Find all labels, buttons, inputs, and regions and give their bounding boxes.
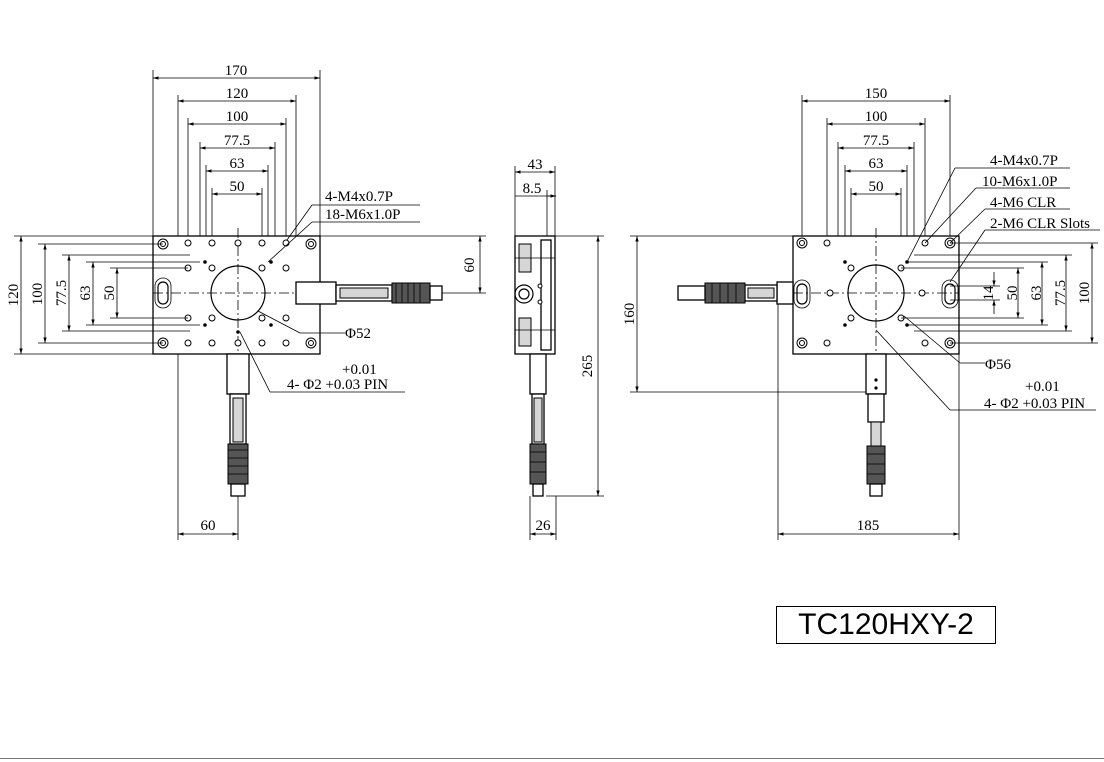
left-dim-63: 63: [230, 156, 245, 172]
left-dim-120: 120: [226, 86, 249, 102]
left-bottom-dimension: 60: [177, 354, 239, 540]
side-dim-265: 265: [580, 355, 596, 378]
left-top-dimensions: 170 120 100 77.5 63 50: [152, 63, 321, 236]
left-corner-holes: [157, 238, 317, 349]
left-slot: [157, 281, 169, 305]
right-bottom-dimension: 185: [777, 304, 960, 540]
left-dim-v-100: 100: [30, 283, 46, 306]
side-dim-8-5: 8.5: [523, 181, 542, 197]
left-diameter: Φ52: [345, 326, 371, 342]
right-dim-v-50: 50: [1005, 286, 1021, 301]
left-dim-v-60: 60: [462, 258, 478, 273]
right-micrometer-x: [677, 281, 794, 305]
right-dim-v-100: 100: [1077, 282, 1093, 305]
left-dim-h-60: 60: [201, 518, 216, 534]
right-callout-m4: 4-M4x0.7P: [990, 153, 1058, 169]
right-dim-63: 63: [869, 156, 884, 172]
left-top-view: 170 120 100 77.5 63 50 120 100: [6, 63, 486, 540]
left-pin-label: 4- Φ2 +0.03 PIN: [287, 377, 388, 393]
right-side-dimensions: 14 50 63 77.5 100: [901, 242, 1098, 344]
right-pin-label: 4- Φ2 +0.03 PIN: [984, 396, 1085, 412]
right-callout-m6: 10-M6x1.0P: [982, 174, 1057, 190]
right-dim-h-185: 185: [857, 518, 880, 534]
right-pin-tol: +0.01: [1025, 379, 1060, 395]
right-dim-v-77-5: 77.5: [1053, 280, 1069, 306]
side-knob: [514, 284, 534, 304]
left-micrometer-x: [295, 281, 443, 305]
right-dim-v-14: 14: [981, 285, 997, 301]
left-micrometer-y: [226, 353, 250, 497]
left-dim-v-63: 63: [78, 286, 94, 301]
right-dim-v-63: 63: [1029, 286, 1045, 301]
left-dim-77-5: 77.5: [224, 133, 250, 149]
right-dim-100: 100: [865, 109, 888, 125]
right-callout-clr: 4-M6 CLR: [990, 195, 1056, 211]
right-micrometer-y: [865, 353, 887, 497]
left-right-dimension: 60: [320, 235, 486, 294]
right-left-dimension: 160: [622, 235, 866, 393]
left-tapped-holes: [184, 239, 290, 347]
right-diameter: Φ56: [985, 357, 1011, 373]
left-dim-v-120: 120: [6, 284, 22, 307]
right-dim-77-5: 77.5: [863, 133, 889, 149]
left-dim-50: 50: [230, 179, 245, 195]
left-dim-v-77-5: 77.5: [54, 280, 70, 306]
right-dim-50: 50: [869, 179, 884, 195]
left-callout-m6: 18-M6x1.0P: [325, 207, 400, 223]
left-pin-tol: +0.01: [342, 362, 377, 378]
side-dim-26: 26: [536, 518, 552, 534]
page-bottom-rule: [0, 758, 1104, 759]
right-top-dimensions: 150 100 77.5 63 50: [801, 86, 951, 236]
left-callout-m4: 4-M4x0.7P: [325, 189, 393, 205]
right-callout-slots: 2-M6 CLR Slots: [990, 216, 1090, 232]
side-view: 43 8.5 265 26: [514, 157, 604, 540]
side-dimensions: 43 8.5 265 26: [514, 157, 604, 540]
left-dim-v-50: 50: [102, 286, 118, 301]
right-corner-holes: [796, 237, 956, 349]
right-bottom-view: 150 100 77.5 63 50 14 50 63: [622, 86, 1100, 540]
left-callouts: 4-M4x0.7P 18-M6x1.0P Φ52 +0.01 4- Φ2 +0.…: [239, 189, 420, 393]
left-side-dimensions: 120 100 77.5 63 50: [6, 235, 200, 355]
left-dim-170: 170: [225, 63, 248, 79]
side-dim-43: 43: [528, 157, 543, 173]
left-dim-100: 100: [226, 109, 249, 125]
right-slots: [793, 279, 959, 309]
side-micrometer: [529, 353, 547, 497]
model-title: TC120HXY-2: [776, 606, 996, 644]
right-callouts: 4-M4x0.7P 10-M6x1.0P 4-M6 CLR 2-M6 CLR S…: [875, 153, 1100, 412]
right-dim-150: 150: [865, 86, 888, 102]
left-stage-plate: [152, 235, 321, 355]
right-dim-v-160: 160: [622, 303, 638, 326]
